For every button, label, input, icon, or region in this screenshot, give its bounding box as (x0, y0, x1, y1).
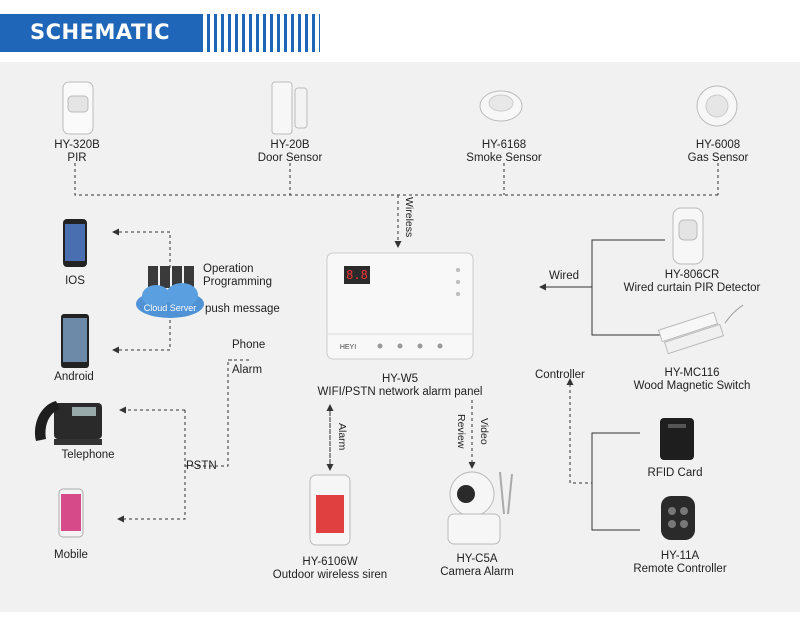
sensor-label-door: HY-20B Door Sensor (230, 139, 350, 165)
sensor-name: PIR (67, 152, 87, 164)
header-bar (0, 14, 200, 52)
cloud-server-image (134, 262, 206, 327)
magnetic-switch-image (655, 303, 745, 362)
camera-image (442, 468, 520, 553)
pstn-line (185, 359, 234, 467)
siren-alarm-label: Alarm (336, 423, 348, 451)
wired-device-label-pir: HY-806CR Wired curtain PIR Detector (612, 269, 772, 295)
video-label: Video (478, 418, 490, 445)
android-line (112, 320, 171, 354)
controller-line (569, 384, 592, 484)
panel-desc: WIFI/PSTN network alarm panel (317, 386, 483, 398)
wired-label: Wired (549, 270, 580, 282)
panel-caption: HY-W5 WIFI/PSTN network alarm panel (300, 373, 500, 399)
phone-label-ios: IOS (65, 275, 85, 287)
sensor-label-smoke: HY-6168 Smoke Sensor (444, 139, 564, 165)
android-phone-image (60, 313, 90, 374)
rfid-card-label: RFID Card (647, 467, 703, 479)
siren-caption: HY-6106W Outdoor wireless siren (255, 556, 405, 582)
door-sensor-image (270, 80, 310, 141)
telephone-image (32, 395, 104, 462)
remote-controller-label: HY-11A Remote Controller (615, 550, 745, 576)
sensor-model: HY-6168 (481, 139, 527, 151)
camera-caption: HY-C5A Camera Alarm (412, 553, 542, 579)
device-model: HY-C5A (456, 553, 498, 565)
siren-image (306, 473, 354, 552)
device-model: HY-6106W (302, 556, 358, 568)
ios-line (112, 228, 171, 268)
alarm-panel-image (326, 252, 474, 367)
controller-label: Controller (535, 369, 585, 381)
wired-device-label-switch: HY-MC116 Wood Magnetic Switch (612, 367, 772, 393)
device-model: HY-11A (660, 550, 700, 562)
header-stripes (200, 14, 320, 52)
page-title: SCHEMATIC (30, 20, 171, 44)
cloud-server-label: Cloud Server (143, 303, 197, 313)
sensor-model: HY-20B (270, 139, 310, 151)
panel-brand: HEYI (339, 344, 357, 351)
cloud-operation-label: Operation Programming (203, 263, 272, 289)
panel-display: 8.8 (346, 268, 368, 282)
panel-model: HY-W5 (382, 373, 418, 385)
push-message-label: push message (205, 303, 280, 315)
review-label: Review (455, 414, 467, 449)
device-name: Wood Magnetic Switch (633, 380, 751, 392)
header-banner: SCHEMATIC (0, 14, 320, 52)
operation-text: Operation (203, 263, 254, 275)
sensor-model: HY-6008 (695, 139, 741, 151)
sensor-bus-line (74, 163, 718, 196)
device-name: Wired curtain PIR Detector (623, 282, 761, 294)
device-name: Remote Controller (633, 563, 727, 575)
sensor-model: HY-320B (54, 139, 100, 151)
sensor-name: Gas Sensor (687, 152, 749, 164)
mobile-line (117, 410, 186, 523)
wireless-label: Wireless (403, 197, 415, 238)
ios-phone-image (62, 218, 88, 273)
sensor-name: Smoke Sensor (466, 152, 542, 164)
pstn-label: PSTN (186, 460, 217, 472)
phone-label-mobile: Mobile (54, 549, 88, 561)
device-model: HY-806CR (664, 269, 720, 281)
curtain-pir-image (667, 206, 709, 271)
pir-sensor-image (60, 80, 96, 141)
controller-bracket (591, 432, 640, 531)
sensor-name: Door Sensor (257, 152, 323, 164)
programming-text: Programming (203, 276, 273, 288)
smoke-sensor-image (478, 84, 524, 129)
device-name: Camera Alarm (440, 566, 514, 578)
sensor-label-gas: HY-6008 Gas Sensor (658, 139, 778, 165)
phone-label-telephone: Telephone (61, 449, 115, 461)
phone-link-label: Phone (232, 339, 266, 351)
sensor-label-pir: HY-320B PIR (37, 139, 117, 165)
phone-label-android: Android (54, 371, 94, 383)
rfid-card-image (658, 416, 696, 467)
device-name: Outdoor wireless siren (272, 569, 388, 581)
gas-sensor-image (694, 84, 740, 133)
alarm-link-label: Alarm (232, 364, 263, 376)
device-model: HY-MC116 (664, 367, 720, 379)
remote-controller-image (658, 493, 698, 548)
mobile-phone-image (58, 488, 84, 543)
